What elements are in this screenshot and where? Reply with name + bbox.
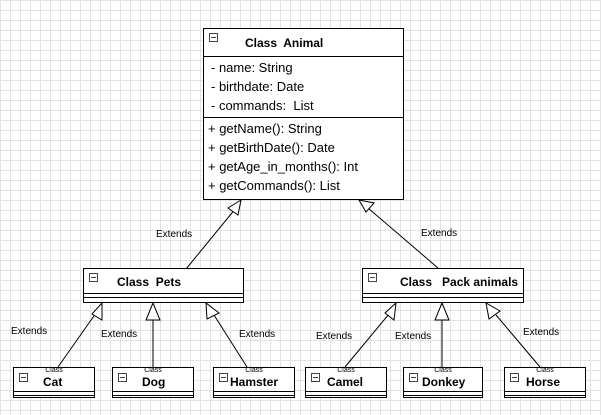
- class-hamster[interactable]: Class Hamster: [213, 367, 295, 398]
- class-pack-animals-title: Class Pack animals: [400, 275, 519, 289]
- class-camel-stereotype: Class: [337, 367, 355, 374]
- arrowhead-horse-pack: [485, 302, 501, 320]
- class-cat-stereotype: Class: [45, 367, 63, 374]
- class-dog[interactable]: Class Dog: [112, 367, 194, 398]
- edge-hamster-pets: [213, 314, 248, 368]
- edge-label-cat-pets: Extends: [11, 326, 48, 337]
- class-hamster-title: Hamster: [230, 375, 279, 389]
- arrowhead-pack-animal: [358, 199, 375, 213]
- class-animal-attributes: - name: String - birthdate: Date - comma…: [204, 57, 403, 118]
- class-pack-animals[interactable]: Class Pack animals: [362, 268, 524, 303]
- class-pets-attributes-divider: [84, 294, 243, 298]
- arrowhead-hamster-pets: [205, 301, 220, 320]
- class-cat-divider: [14, 391, 94, 396]
- class-animal-methods: + getName(): String + getBirthDate(): Da…: [204, 118, 403, 195]
- class-horse[interactable]: Class Horse: [504, 367, 586, 398]
- edge-cat-pets: [57, 312, 97, 368]
- method-getage-in-months: + getAge_in_months(): Int: [208, 159, 358, 174]
- class-cat[interactable]: Class Cat: [13, 367, 95, 398]
- edge-label-horse-pack: Extends: [523, 327, 560, 338]
- edge-label-pets-animal: Extends: [156, 229, 193, 240]
- collapse-icon[interactable]: [19, 373, 28, 382]
- class-dog-title: Dog: [142, 375, 166, 389]
- class-dog-divider: [113, 391, 193, 396]
- collapse-icon[interactable]: [118, 373, 127, 382]
- collapse-icon[interactable]: [89, 273, 98, 282]
- arrowhead-cat-pets: [91, 301, 103, 321]
- edge-label-donkey-pack: Extends: [395, 331, 432, 342]
- class-pets[interactable]: Class Pets: [83, 268, 244, 303]
- class-pack-animals-attributes-divider: [363, 294, 523, 298]
- class-donkey[interactable]: Class Donkey: [403, 367, 483, 398]
- class-hamster-divider: [214, 391, 294, 396]
- attribute-birthdate: - birthdate: Date: [211, 79, 305, 94]
- attribute-commands: - commands: List: [211, 98, 314, 113]
- arrowhead-donkey-pack: [434, 301, 450, 321]
- edge-horse-pack: [495, 314, 541, 368]
- class-donkey-divider: [404, 391, 482, 396]
- class-animal-header: Class Animal: [204, 29, 403, 57]
- edge-camel-pack: [344, 313, 390, 368]
- collapse-icon[interactable]: [368, 273, 377, 282]
- edge-label-pack-animal: Extends: [421, 228, 458, 239]
- class-animal-title: Class Animal: [245, 36, 324, 50]
- class-donkey-title: Donkey: [422, 375, 466, 389]
- class-hamster-stereotype: Class: [245, 367, 263, 374]
- arrowhead-pets-animal: [227, 198, 242, 216]
- collapse-icon[interactable]: [209, 33, 218, 42]
- class-animal[interactable]: Class Animal - name: String - birthdate:…: [203, 28, 404, 200]
- method-getcommands: + getCommands(): List: [208, 178, 340, 193]
- collapse-icon[interactable]: [311, 373, 320, 382]
- collapse-icon[interactable]: [510, 373, 519, 382]
- class-donkey-stereotype: Class: [434, 367, 452, 374]
- method-getbirthdate: + getBirthDate(): Date: [208, 140, 335, 155]
- class-camel[interactable]: Class Camel: [305, 367, 387, 398]
- collapse-icon[interactable]: [409, 373, 418, 382]
- edge-label-camel-pack: Extends: [316, 331, 353, 342]
- arrowhead-camel-pack: [384, 301, 397, 321]
- class-dog-stereotype: Class: [144, 367, 162, 374]
- class-pack-animals-header: Class Pack animals: [363, 269, 523, 294]
- collapse-icon[interactable]: [219, 373, 228, 382]
- edge-pets-animal: [185, 207, 237, 270]
- class-pets-title: Class Pets: [117, 275, 182, 289]
- method-getname: + getName(): String: [208, 121, 322, 136]
- edge-pack-animal: [367, 207, 439, 269]
- class-horse-stereotype: Class: [536, 367, 554, 374]
- class-cat-title: Cat: [43, 375, 63, 389]
- class-camel-title: Camel: [327, 375, 364, 389]
- edge-label-hamster-pets: Extends: [239, 329, 276, 340]
- attribute-name: - name: String: [211, 60, 293, 75]
- class-camel-divider: [306, 391, 386, 396]
- class-pets-header: Class Pets: [84, 269, 243, 294]
- arrowhead-dog-pets: [145, 301, 161, 321]
- edge-label-dog-pets: Extends: [101, 329, 138, 340]
- class-horse-divider: [505, 391, 585, 396]
- class-horse-title: Horse: [526, 375, 561, 389]
